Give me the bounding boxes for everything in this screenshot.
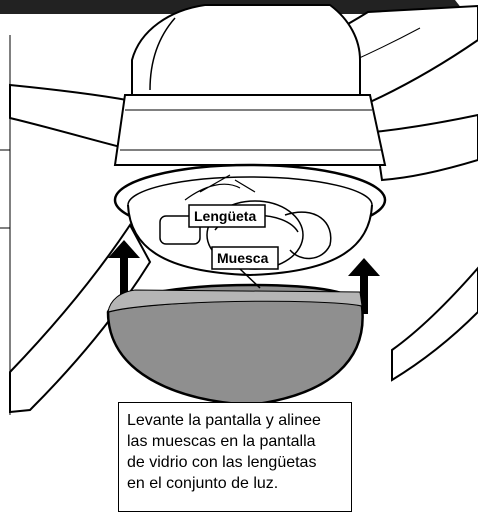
- motor-housing: [113, 94, 387, 166]
- tab-callout-box: [188, 204, 266, 228]
- up-arrow-right: [348, 258, 380, 314]
- notch-leader-line: [239, 268, 261, 289]
- side-panel-frame: [0, 35, 11, 415]
- downrod-curve: [149, 17, 176, 91]
- instruction-line-1: Levante la pantalla y alinee: [127, 412, 321, 429]
- up-arrow-left: [108, 240, 140, 305]
- downrod-cover: [131, 4, 361, 101]
- fan-blade-lower-left: [9, 223, 152, 414]
- instruction-box: Levante la pantalla y alinee las muescas…: [118, 402, 352, 512]
- fan-blade-right: [373, 113, 478, 182]
- instruction-line-4: en el conjunto de luz.: [127, 475, 279, 492]
- tab-callout-label: Lengüeta: [194, 208, 256, 224]
- fan-blade-lower-right: [391, 266, 478, 382]
- notch-callout-box: [211, 246, 279, 270]
- notch-callout-label: Muesca: [217, 250, 269, 266]
- instruction-line-2: las muescas en la pantalla: [127, 433, 316, 450]
- glass-shade: [106, 283, 364, 407]
- instruction-line-3: de vidrio con las lengüetas: [127, 454, 317, 471]
- glass-shade-highlight: [107, 289, 363, 313]
- wiring: [184, 174, 256, 201]
